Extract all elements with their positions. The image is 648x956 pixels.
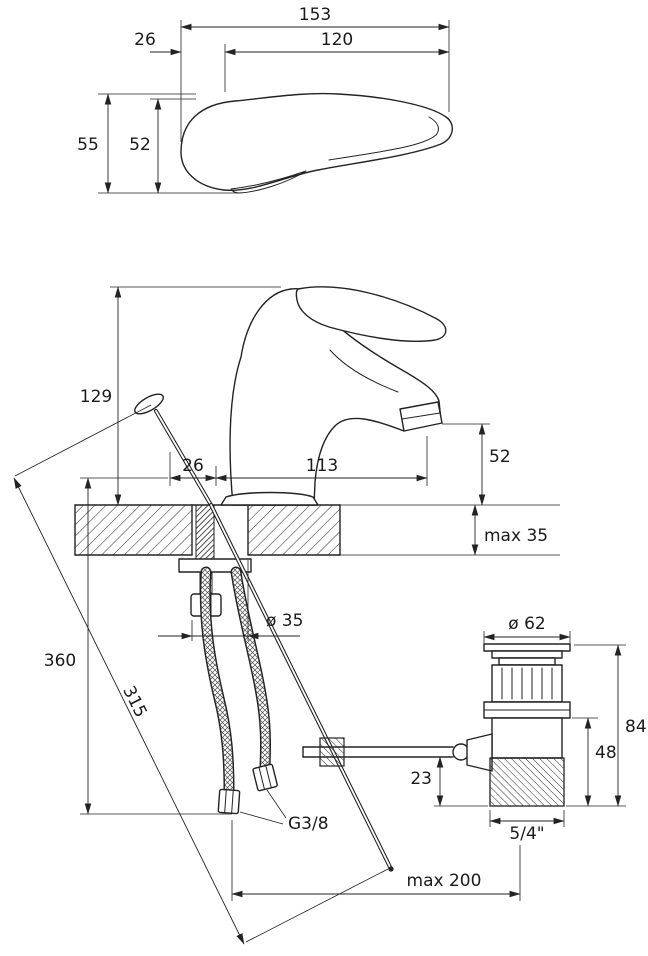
dim-flange-diameter-label: ø 62	[508, 614, 545, 634]
rod-clamp	[319, 737, 345, 767]
dim-drain-lever-offset-label: 23	[410, 769, 432, 789]
lift-rod-knob	[134, 393, 164, 415]
faucet-base-flange	[220, 491, 319, 506]
drain-assembly: ø 62 84 48 23 5/4"	[410, 614, 646, 844]
dim-lever-length-label: 120	[321, 30, 353, 50]
dim-lever-offset-label: 26	[134, 30, 156, 50]
dim-rod-length-label: 315	[118, 683, 150, 721]
faucet-body-outline	[229, 288, 442, 506]
dim-spout-height-label: 52	[489, 447, 511, 467]
dim-overall-length-label: 153	[299, 5, 331, 25]
dim-rod-offset-label: 26	[182, 456, 204, 476]
drain-upper-body	[491, 664, 563, 703]
dim-drain-total-height-label: 84	[625, 717, 647, 737]
dim-max-reach-label: max 200	[407, 871, 482, 891]
hose-nut-right	[252, 763, 278, 792]
drain-pivot-nut	[466, 733, 493, 772]
drain-thread-size-label: 5/4"	[509, 824, 544, 844]
hose-thread-label: G3/8	[288, 814, 329, 834]
dim-hole-diameter-label: ø 35	[266, 611, 303, 631]
dim-hose-length-label: 360	[44, 651, 76, 671]
dim-body-width-label: 52	[129, 135, 151, 155]
handle-outline	[180, 92, 453, 192]
dim-deck-max-label: max 35	[484, 526, 548, 546]
faucet-lever-outline	[295, 286, 447, 343]
handle-inner-line	[328, 116, 439, 161]
drain-thread	[489, 757, 565, 807]
dim-body-height-label: 129	[80, 387, 112, 407]
dim-overall-width-label: 55	[77, 135, 99, 155]
front-view: 129 26 113 52 max 35	[80, 286, 560, 556]
dim-drain-thread-height-label: 48	[595, 743, 617, 763]
handle-tail-line	[230, 170, 307, 194]
hose-nut-left	[217, 788, 241, 815]
drain-lower-body	[491, 717, 563, 759]
dim-spout-reach-label: 113	[306, 456, 338, 476]
under-counter: ø 35 360 315 G3/8 max 200	[13, 404, 521, 945]
mounting-shank	[195, 504, 215, 560]
top-view: 153 120 26 55 52	[77, 5, 453, 194]
